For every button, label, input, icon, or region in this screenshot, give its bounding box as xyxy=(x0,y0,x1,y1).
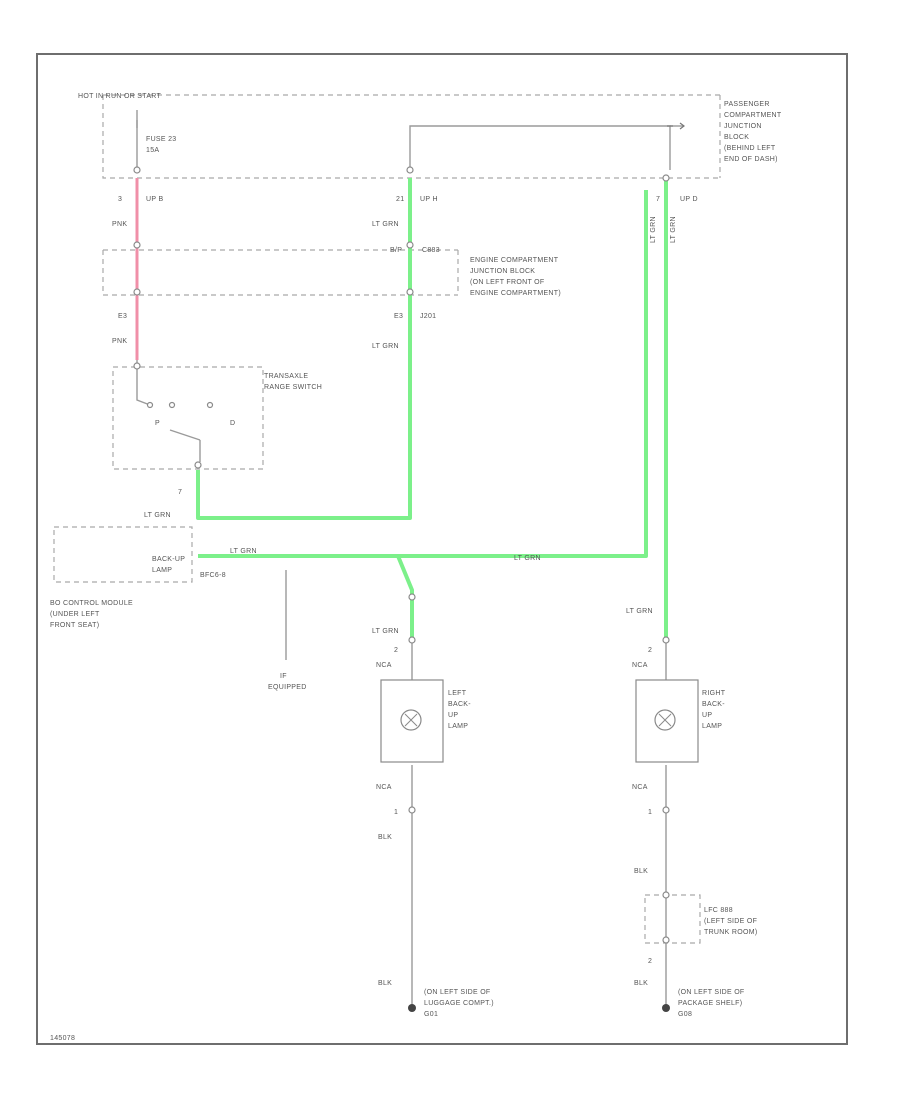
ejb-line-2: JUNCTION BLOCK xyxy=(470,268,535,275)
if-equipped-2: EQUIPPED xyxy=(268,684,307,691)
right-ground-1: (ON LEFT SIDE OF xyxy=(678,989,745,996)
pink-label-1: PNK xyxy=(112,221,127,228)
trunk-connector-outline xyxy=(644,894,701,944)
switch-d: D xyxy=(230,420,235,427)
right-ground-3: G08 xyxy=(678,1011,692,1018)
connector-dots xyxy=(133,166,670,944)
bcm-name-1: BO CONTROL MODULE xyxy=(50,600,133,607)
bcm-label-1: BACK-UP xyxy=(152,556,185,563)
left-lamp-name-1: LEFT xyxy=(448,690,467,697)
left-ground-3: G01 xyxy=(424,1011,438,1018)
green-label-1: LT GRN xyxy=(372,221,399,228)
left-ground-2: LUGGAGE COMPT.) xyxy=(424,1000,494,1007)
green-label-v1: LT GRN xyxy=(650,216,657,243)
if-equipped-1: IF xyxy=(280,673,287,680)
left-lamp-pin-bot: 1 xyxy=(394,809,398,816)
switch-name-1: TRANSAXLE xyxy=(264,373,308,380)
green-label-6: LT GRN xyxy=(372,628,399,635)
pjb-line-1: PASSENGER xyxy=(724,101,770,108)
range-switch-outline xyxy=(112,366,264,470)
right-ground-icon xyxy=(662,1004,670,1012)
bcm-outline xyxy=(53,526,193,583)
switch-pin: 7 xyxy=(178,489,182,496)
mid-top-conn: UP H xyxy=(420,196,438,203)
mid-top-pin: 21 xyxy=(396,196,404,203)
right-back-up-lamp xyxy=(635,679,699,763)
right-lamp-name-1: RIGHT xyxy=(702,690,726,697)
right-top-pin: 7 xyxy=(656,196,660,203)
green-wire-bcm-to-right-a xyxy=(398,190,648,558)
fuse-name: FUSE 23 xyxy=(146,136,177,143)
switch-name-2: RANGE SWITCH xyxy=(264,384,322,391)
blk-4: BLK xyxy=(634,980,648,987)
green-wire-switch-loop xyxy=(196,178,412,520)
nca-4: NCA xyxy=(632,784,648,791)
blk-2: BLK xyxy=(378,980,392,987)
green-wire-bcm-to-left-lamp xyxy=(198,554,414,640)
left-lamp-name-4: LAMP xyxy=(448,723,468,730)
pink-label-2: PNK xyxy=(112,338,127,345)
left-ground-1: (ON LEFT SIDE OF xyxy=(424,989,491,996)
switch-p: P xyxy=(155,420,160,427)
right-lamp-name-3: UP xyxy=(702,712,712,719)
ejb-line-3: (ON LEFT FRONT OF xyxy=(470,279,544,286)
blk-3: BLK xyxy=(634,868,648,875)
green-label-3: LT GRN xyxy=(144,512,171,519)
bcm-conn: BFC6-8 xyxy=(200,572,226,579)
left-top-conn: UP B xyxy=(146,196,163,203)
pjb-line-5: (BEHIND LEFT xyxy=(724,145,776,152)
right-lamp-name-2: BACK- xyxy=(702,701,725,708)
green-label-4: LT GRN xyxy=(230,548,257,555)
bcm-name-3: FRONT SEAT) xyxy=(50,622,99,629)
green-label-2: LT GRN xyxy=(372,343,399,350)
mid-e-conn: J201 xyxy=(420,313,436,320)
fuse-rating: 15A xyxy=(146,147,159,154)
trunk-conn-3: TRUNK ROOM) xyxy=(704,929,757,936)
left-top-pin: 3 xyxy=(118,196,122,203)
bus-bar-wire xyxy=(409,125,671,170)
right-ground-pin: 2 xyxy=(648,958,652,965)
bcm-name-2: (UNDER LEFT xyxy=(50,611,100,618)
mid-e-pin: E3 xyxy=(394,313,403,320)
bus-arrow-icon xyxy=(667,122,685,130)
right-lamp-pin-bot: 1 xyxy=(648,809,652,816)
mid-b-conn: C883 xyxy=(422,247,440,254)
green-label-7: LT GRN xyxy=(626,608,653,615)
switch-arm xyxy=(169,429,201,441)
passenger-junction-block-outline xyxy=(102,94,721,179)
left-e-pin: E3 xyxy=(118,313,127,320)
trunk-conn-1: LFC 888 xyxy=(704,907,733,914)
switch-common-wire xyxy=(136,355,151,406)
nca-1: NCA xyxy=(376,662,392,669)
ejb-line-4: ENGINE COMPARTMENT) xyxy=(470,290,561,297)
left-back-up-lamp xyxy=(380,679,444,763)
green-label-v2: LT GRN xyxy=(670,216,677,243)
pjb-line-6: END OF DASH) xyxy=(724,156,778,163)
right-top-conn: UP D xyxy=(680,196,698,203)
pjb-line-3: JUNCTION xyxy=(724,123,762,130)
left-lamp-pin-top: 2 xyxy=(394,647,398,654)
nca-3: NCA xyxy=(632,662,648,669)
footer-code: 145078 xyxy=(50,1035,75,1042)
green-label-5: LT GRN xyxy=(514,555,541,562)
engine-junction-block-outline xyxy=(102,249,459,296)
pjb-line-4: BLOCK xyxy=(724,134,749,141)
mid-b-pin: B/P xyxy=(390,247,402,254)
left-lamp-name-3: UP xyxy=(448,712,458,719)
right-lamp-name-4: LAMP xyxy=(702,723,722,730)
ejb-line-1: ENGINE COMPARTMENT xyxy=(470,257,559,264)
bcm-label-2: LAMP xyxy=(152,567,172,574)
nca-2: NCA xyxy=(376,784,392,791)
right-ground-2: PACKAGE SHELF) xyxy=(678,1000,742,1007)
blk-1: BLK xyxy=(378,834,392,841)
trunk-conn-2: (LEFT SIDE OF xyxy=(704,918,757,925)
diagram-frame xyxy=(36,53,848,1045)
power-label: HOT IN RUN OR START xyxy=(78,93,162,100)
pjb-line-2: COMPARTMENT xyxy=(724,112,782,119)
right-lamp-pin-top: 2 xyxy=(648,647,652,654)
left-lamp-name-2: BACK- xyxy=(448,701,471,708)
left-ground-icon xyxy=(408,1004,416,1012)
